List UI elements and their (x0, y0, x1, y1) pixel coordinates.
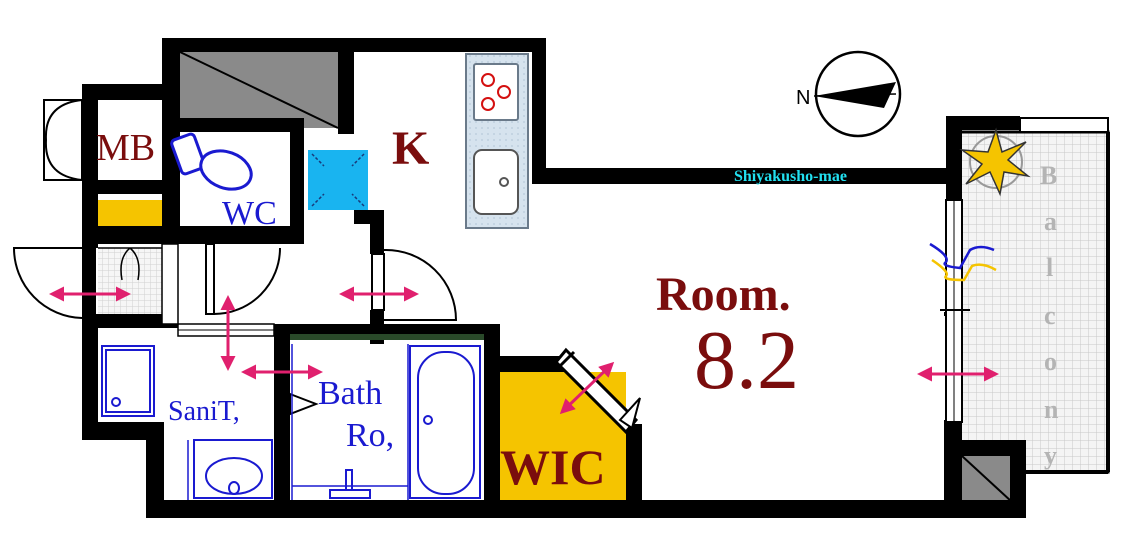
wc-label: WC (222, 195, 277, 232)
sanitary-sliding-door (177, 323, 275, 337)
bath-sliding-door (290, 334, 484, 340)
bath-door-hinge (289, 392, 319, 416)
street-label: Shiyakusho-mae (734, 168, 847, 185)
wash-basin (193, 439, 273, 499)
mb-label: MB (96, 127, 155, 169)
storage-shelf (98, 200, 162, 226)
room-label: Room. (656, 268, 791, 321)
wic-label: WIC (500, 439, 606, 495)
balcony-letter: y (1044, 441, 1057, 470)
bath-label-2: Ro, (346, 417, 394, 454)
balcony-letter: c (1044, 301, 1056, 330)
compass-icon: N (796, 50, 902, 138)
toilet-fixture (170, 132, 253, 191)
balcony-label: B a l c o n y (1040, 161, 1059, 470)
balcony (958, 117, 1110, 474)
access-arrows (49, 286, 999, 415)
fridge-space (308, 150, 368, 210)
sun-icon (959, 127, 1031, 197)
balcony-letter: o (1044, 347, 1057, 376)
balcony-letter: a (1044, 207, 1057, 236)
entrance-door (12, 247, 83, 319)
kitchen-counter (465, 53, 529, 229)
bathtub (409, 345, 481, 499)
compass-north-label: N (796, 87, 810, 109)
mb-door (43, 99, 83, 181)
curtain-icon (929, 242, 997, 282)
sanitary-door (205, 243, 281, 315)
shoe-box (98, 243, 179, 325)
washing-machine (101, 345, 155, 417)
entrance-floor (98, 248, 162, 316)
balcony-letter: B (1040, 161, 1057, 190)
kitchen-label: K (392, 122, 429, 175)
room-size-label: 8.2 (694, 314, 799, 407)
balcony-letter: l (1046, 253, 1053, 282)
bath-label: Bath (318, 375, 382, 412)
room-door (371, 248, 458, 321)
shower-faucet (329, 469, 371, 499)
balcony-letter: n (1044, 395, 1059, 424)
sanitary-label: SaniT, (168, 396, 240, 427)
